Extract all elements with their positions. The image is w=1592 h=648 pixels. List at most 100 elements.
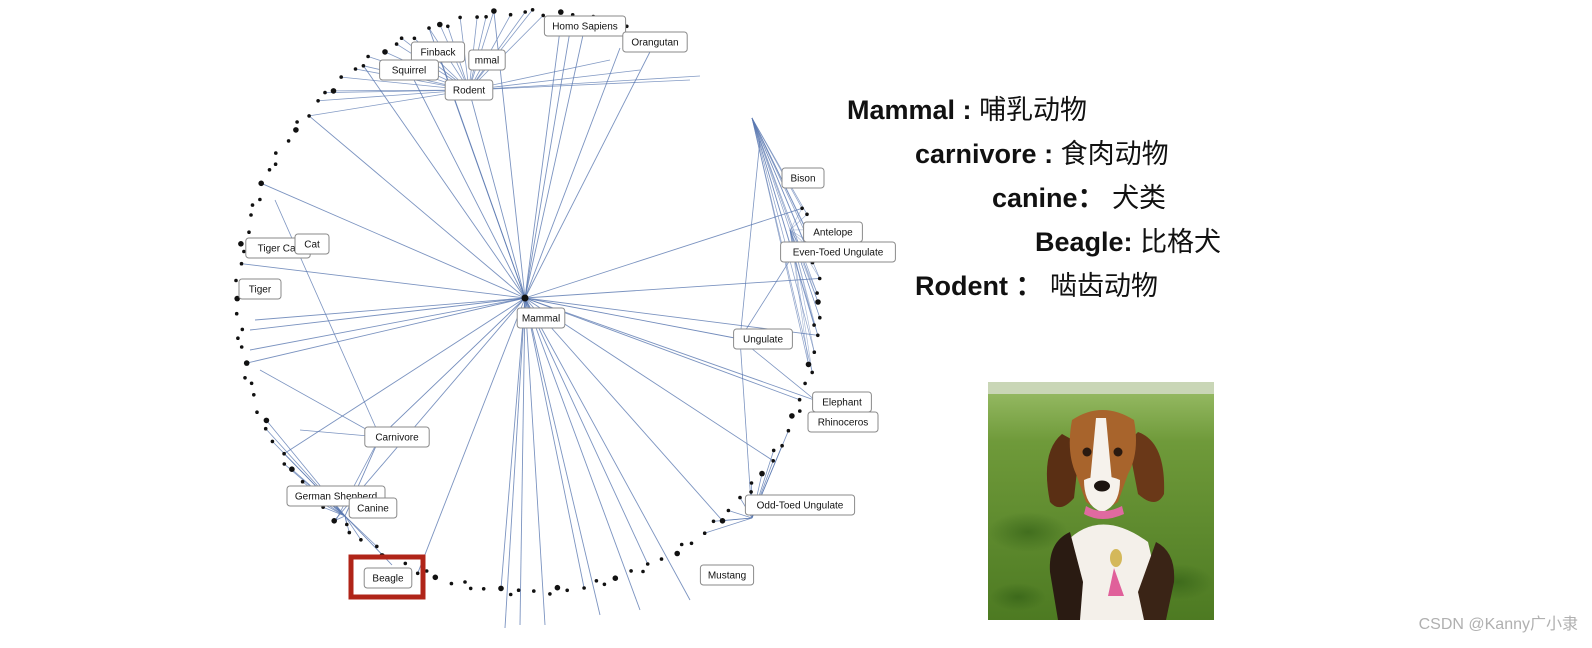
graph-edge bbox=[524, 297, 546, 626]
rim-point bbox=[719, 518, 726, 524]
rim-point bbox=[800, 206, 804, 211]
legend-term: Rodent ： bbox=[915, 271, 1043, 301]
rim-point bbox=[424, 569, 429, 573]
graph-edge bbox=[524, 297, 800, 401]
graph-edge bbox=[241, 263, 526, 299]
rim-point bbox=[780, 443, 784, 448]
rim-point bbox=[612, 575, 619, 581]
rim-point bbox=[759, 470, 765, 477]
graph-edge bbox=[246, 297, 526, 364]
graph-edge bbox=[344, 515, 362, 541]
graph-edge bbox=[468, 15, 544, 91]
graph-edge bbox=[524, 25, 586, 299]
rim-point bbox=[689, 541, 694, 546]
rim-point bbox=[339, 75, 344, 79]
rim-point bbox=[530, 8, 535, 12]
rim-point bbox=[295, 120, 299, 124]
rim-point bbox=[361, 64, 366, 68]
rim-point bbox=[347, 530, 352, 535]
rim-point bbox=[818, 315, 822, 320]
graph-node-box bbox=[733, 328, 793, 350]
rim-point bbox=[565, 588, 569, 593]
rim-point bbox=[738, 495, 742, 500]
rim-point bbox=[366, 54, 370, 59]
rim-point bbox=[270, 439, 275, 444]
rim-point bbox=[316, 99, 320, 103]
graph-node: mmal bbox=[468, 49, 506, 71]
graph-node-box bbox=[294, 233, 330, 255]
graph-edge bbox=[524, 297, 691, 601]
rim-point bbox=[702, 531, 707, 535]
rim-point bbox=[491, 8, 497, 14]
graph-node-label: mmal bbox=[475, 56, 499, 67]
legend-translation: 哺乳动物 bbox=[979, 95, 1088, 126]
rim-point bbox=[437, 21, 443, 28]
graph-node-label: Mustang bbox=[708, 571, 746, 582]
graph-node-label: Squirrel bbox=[392, 66, 426, 77]
graph-node-label: Beagle bbox=[372, 574, 404, 585]
rim-point bbox=[659, 557, 664, 561]
graph-edge bbox=[524, 297, 774, 462]
graph-edge bbox=[524, 47, 621, 299]
legend-term: carnivore : bbox=[915, 139, 1054, 169]
rim-point bbox=[582, 586, 586, 590]
legend-carnivore: carnivore : 食肉动物 bbox=[915, 132, 1169, 171]
graph-edge bbox=[524, 297, 723, 522]
rim-point bbox=[274, 151, 278, 155]
graph-edge bbox=[704, 517, 753, 534]
rim-point bbox=[250, 203, 255, 207]
rim-point bbox=[674, 550, 680, 557]
rim-point bbox=[300, 479, 305, 484]
rim-point bbox=[468, 586, 473, 591]
graph-node-box bbox=[364, 426, 430, 448]
graph-node-box bbox=[444, 79, 494, 101]
graph-edge bbox=[524, 207, 803, 299]
graph-node: Squirrel bbox=[379, 59, 439, 81]
graph-edge bbox=[524, 29, 561, 299]
watermark: CSDN @Kanny广小隶 bbox=[1418, 616, 1578, 633]
graph-node-box bbox=[348, 497, 398, 519]
rim-point bbox=[394, 42, 399, 46]
rim-point bbox=[382, 49, 388, 55]
rim-point bbox=[812, 350, 817, 355]
rim-point bbox=[508, 592, 513, 597]
graph-edge bbox=[524, 297, 821, 403]
graph-edge bbox=[524, 297, 641, 611]
rim-point bbox=[602, 582, 607, 587]
graph-edge bbox=[524, 41, 656, 299]
graph-node: Odd-Toed Ungulate bbox=[744, 494, 856, 516]
rim-point bbox=[263, 417, 270, 424]
graph-edge bbox=[468, 75, 701, 91]
rim-point bbox=[236, 336, 240, 341]
rim-point bbox=[523, 10, 527, 14]
beagle-dog-photo bbox=[988, 382, 1214, 620]
graph-node-box bbox=[780, 241, 896, 263]
rim-point bbox=[330, 88, 337, 94]
rim-point bbox=[307, 114, 311, 118]
rim-point bbox=[234, 295, 240, 302]
graph-rim-points bbox=[234, 8, 822, 597]
rim-point bbox=[484, 14, 488, 19]
legend-translation: 食肉动物 bbox=[1060, 139, 1169, 170]
graph-edge bbox=[318, 89, 470, 102]
graph-edge bbox=[500, 297, 526, 589]
graph-edge bbox=[322, 506, 346, 517]
rim-point bbox=[797, 397, 802, 402]
graph-edge bbox=[379, 297, 526, 438]
rim-point bbox=[263, 426, 268, 431]
rim-point bbox=[508, 12, 513, 17]
graph-node-box bbox=[699, 564, 755, 586]
legend-term: canine： bbox=[992, 183, 1105, 213]
graph-node-label: Tiger Cat bbox=[258, 244, 299, 255]
graph-node-label: Antelope bbox=[813, 228, 853, 239]
rim-point bbox=[286, 139, 291, 143]
graph-edge bbox=[524, 14, 574, 299]
rim-point bbox=[749, 481, 754, 485]
graph-node: Beagle bbox=[363, 567, 413, 589]
graph-node: Finback bbox=[410, 41, 466, 63]
rim-point bbox=[641, 569, 645, 574]
rim-point bbox=[234, 311, 239, 316]
graph-node-box bbox=[543, 15, 627, 37]
rim-point bbox=[243, 376, 247, 380]
graph-node-label: Tiger bbox=[249, 285, 272, 296]
